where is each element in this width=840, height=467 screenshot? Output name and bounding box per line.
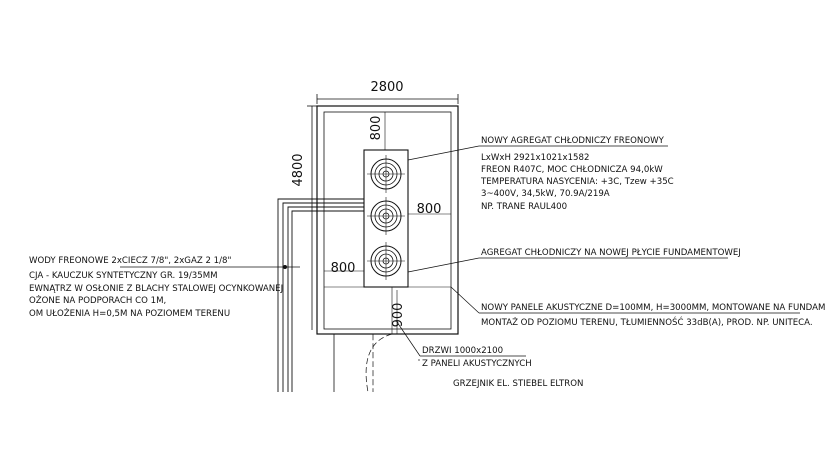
note-line: FREON R407C, MOC CHŁODNICZA 94,0kW (481, 165, 663, 175)
note-line: Z PANELI AKUSTYCZNYCH (422, 359, 532, 369)
callout-heater: GRZEJNIK EL. STIEBEL ELTRON (453, 379, 583, 389)
chiller-unit (363, 149, 409, 288)
note-line: CJA - KAUCZUK SYNTETYCZNY GR. 19/35MM (29, 271, 218, 281)
fan-icon (367, 155, 405, 193)
callout-door: DRZWI 1000x2100 Z PANELI AKUSTYCZNYCH (422, 346, 532, 369)
enclosure-inner (323, 111, 452, 330)
callout-foundation: AGREGAT CHŁODNICZY NA NOWEJ PŁYCIE FUNDA… (481, 248, 741, 258)
dimension-offset-right: 800 (417, 202, 442, 217)
note-line: OŻONE NA PODPORACH CO 1M, (29, 295, 166, 306)
door-swing (333, 333, 393, 393)
dimension-width-label: 2800 (370, 80, 403, 95)
fan-icon (367, 242, 405, 280)
note-line: EWNĄTRZ W OSŁONIE Z BLACHY STALOWEJ OCYN… (29, 284, 283, 294)
note-line: NP. TRANE RAUL400 (481, 202, 567, 212)
callout-pipes: WODY FREONOWE 2xCIECZ 7/8", 2xGAZ 2 1/8"… (29, 256, 283, 319)
dimension-width-total: 2800 (316, 80, 459, 104)
dimension-door-width: 900 (391, 303, 406, 328)
note-line: 3~400V, 34,5kW, 70.9A/219A (481, 189, 610, 199)
note-line: WODY FREONOWE 2xCIECZ 7/8", 2xGAZ 2 1/8" (29, 256, 231, 266)
enclosure-outer (316, 105, 459, 335)
dimension-offset-top: 800 (369, 116, 384, 141)
note-line: DRZWI 1000x2100 (422, 346, 503, 356)
interior-guides (324, 112, 451, 334)
dimension-offset-left: 800 (331, 261, 356, 276)
refrigerant-pipes (120, 198, 364, 392)
note-line: NOWY PANELE AKUSTYCZNE D=100MM, H=3000MM… (481, 303, 825, 313)
leader-lines (396, 145, 800, 361)
note-line: OM UŁOŻENIA H=0,5M NA POZIOMEM TERENU (29, 308, 230, 319)
dimension-height-label: 4800 (291, 153, 306, 186)
fan-icon (367, 197, 405, 235)
callout-panels: NOWY PANELE AKUSTYCZNE D=100MM, H=3000MM… (481, 303, 825, 328)
note-line: LxWxH 2921x1021x1582 (481, 153, 589, 163)
callout-new-unit: NOWY AGREGAT CHŁODNICZY FREONOWY LxWxH 2… (480, 136, 674, 212)
note-line: TEMPERATURA NASYCENIA: +3C, Tzew +35C (480, 177, 674, 187)
note-line: NOWY AGREGAT CHŁODNICZY FREONOWY (481, 136, 665, 146)
note-line: MONTAŻ OD POZIOMU TERENU, TŁUMIENNOŚĆ 33… (481, 316, 813, 328)
dimension-height-total: 4800 (291, 105, 317, 330)
